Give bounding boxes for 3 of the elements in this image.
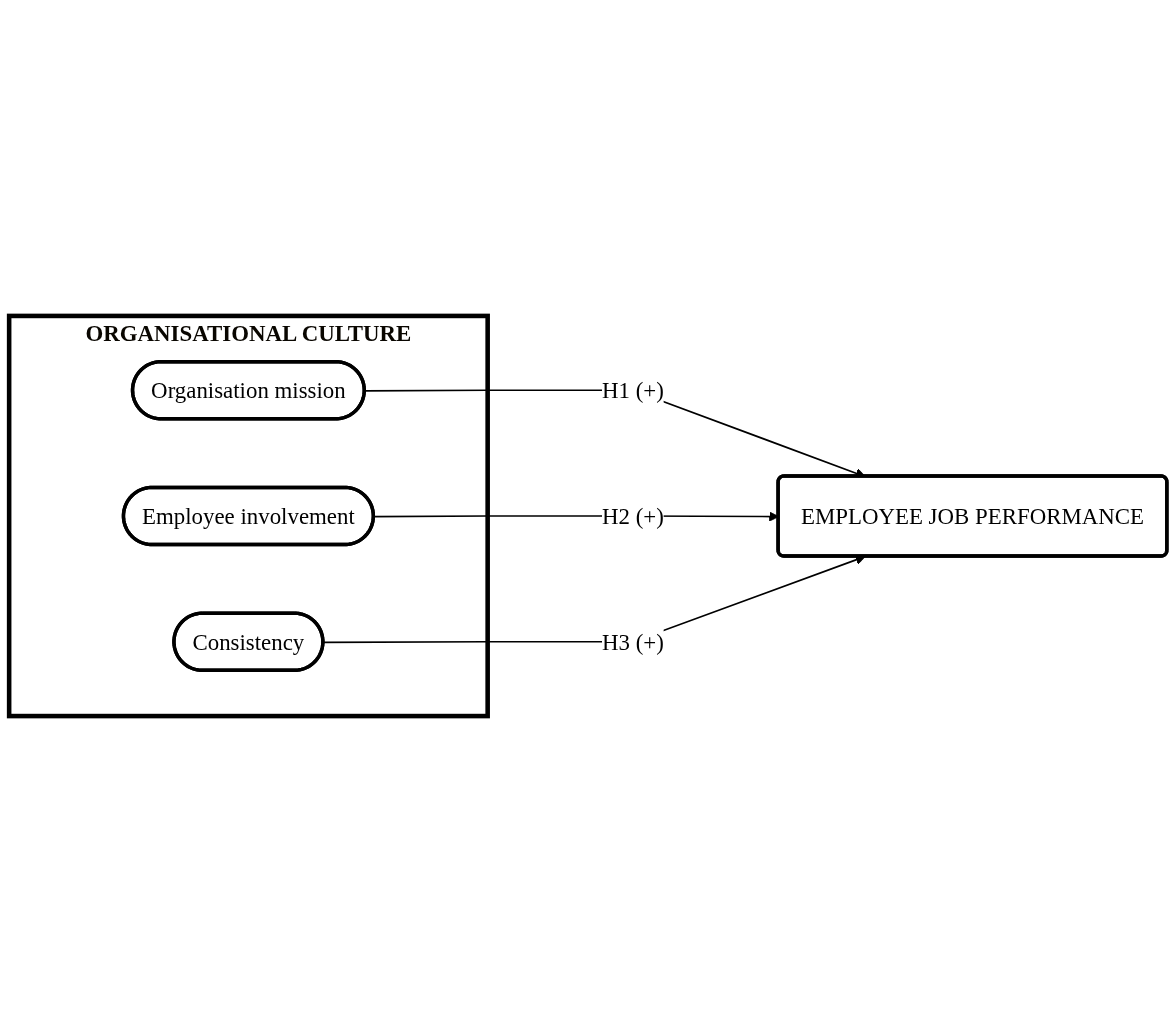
edge-label: H3 (+): [601, 629, 664, 655]
edge-label: H1 (+): [601, 377, 664, 403]
edge-label: H2 (+): [601, 503, 664, 529]
